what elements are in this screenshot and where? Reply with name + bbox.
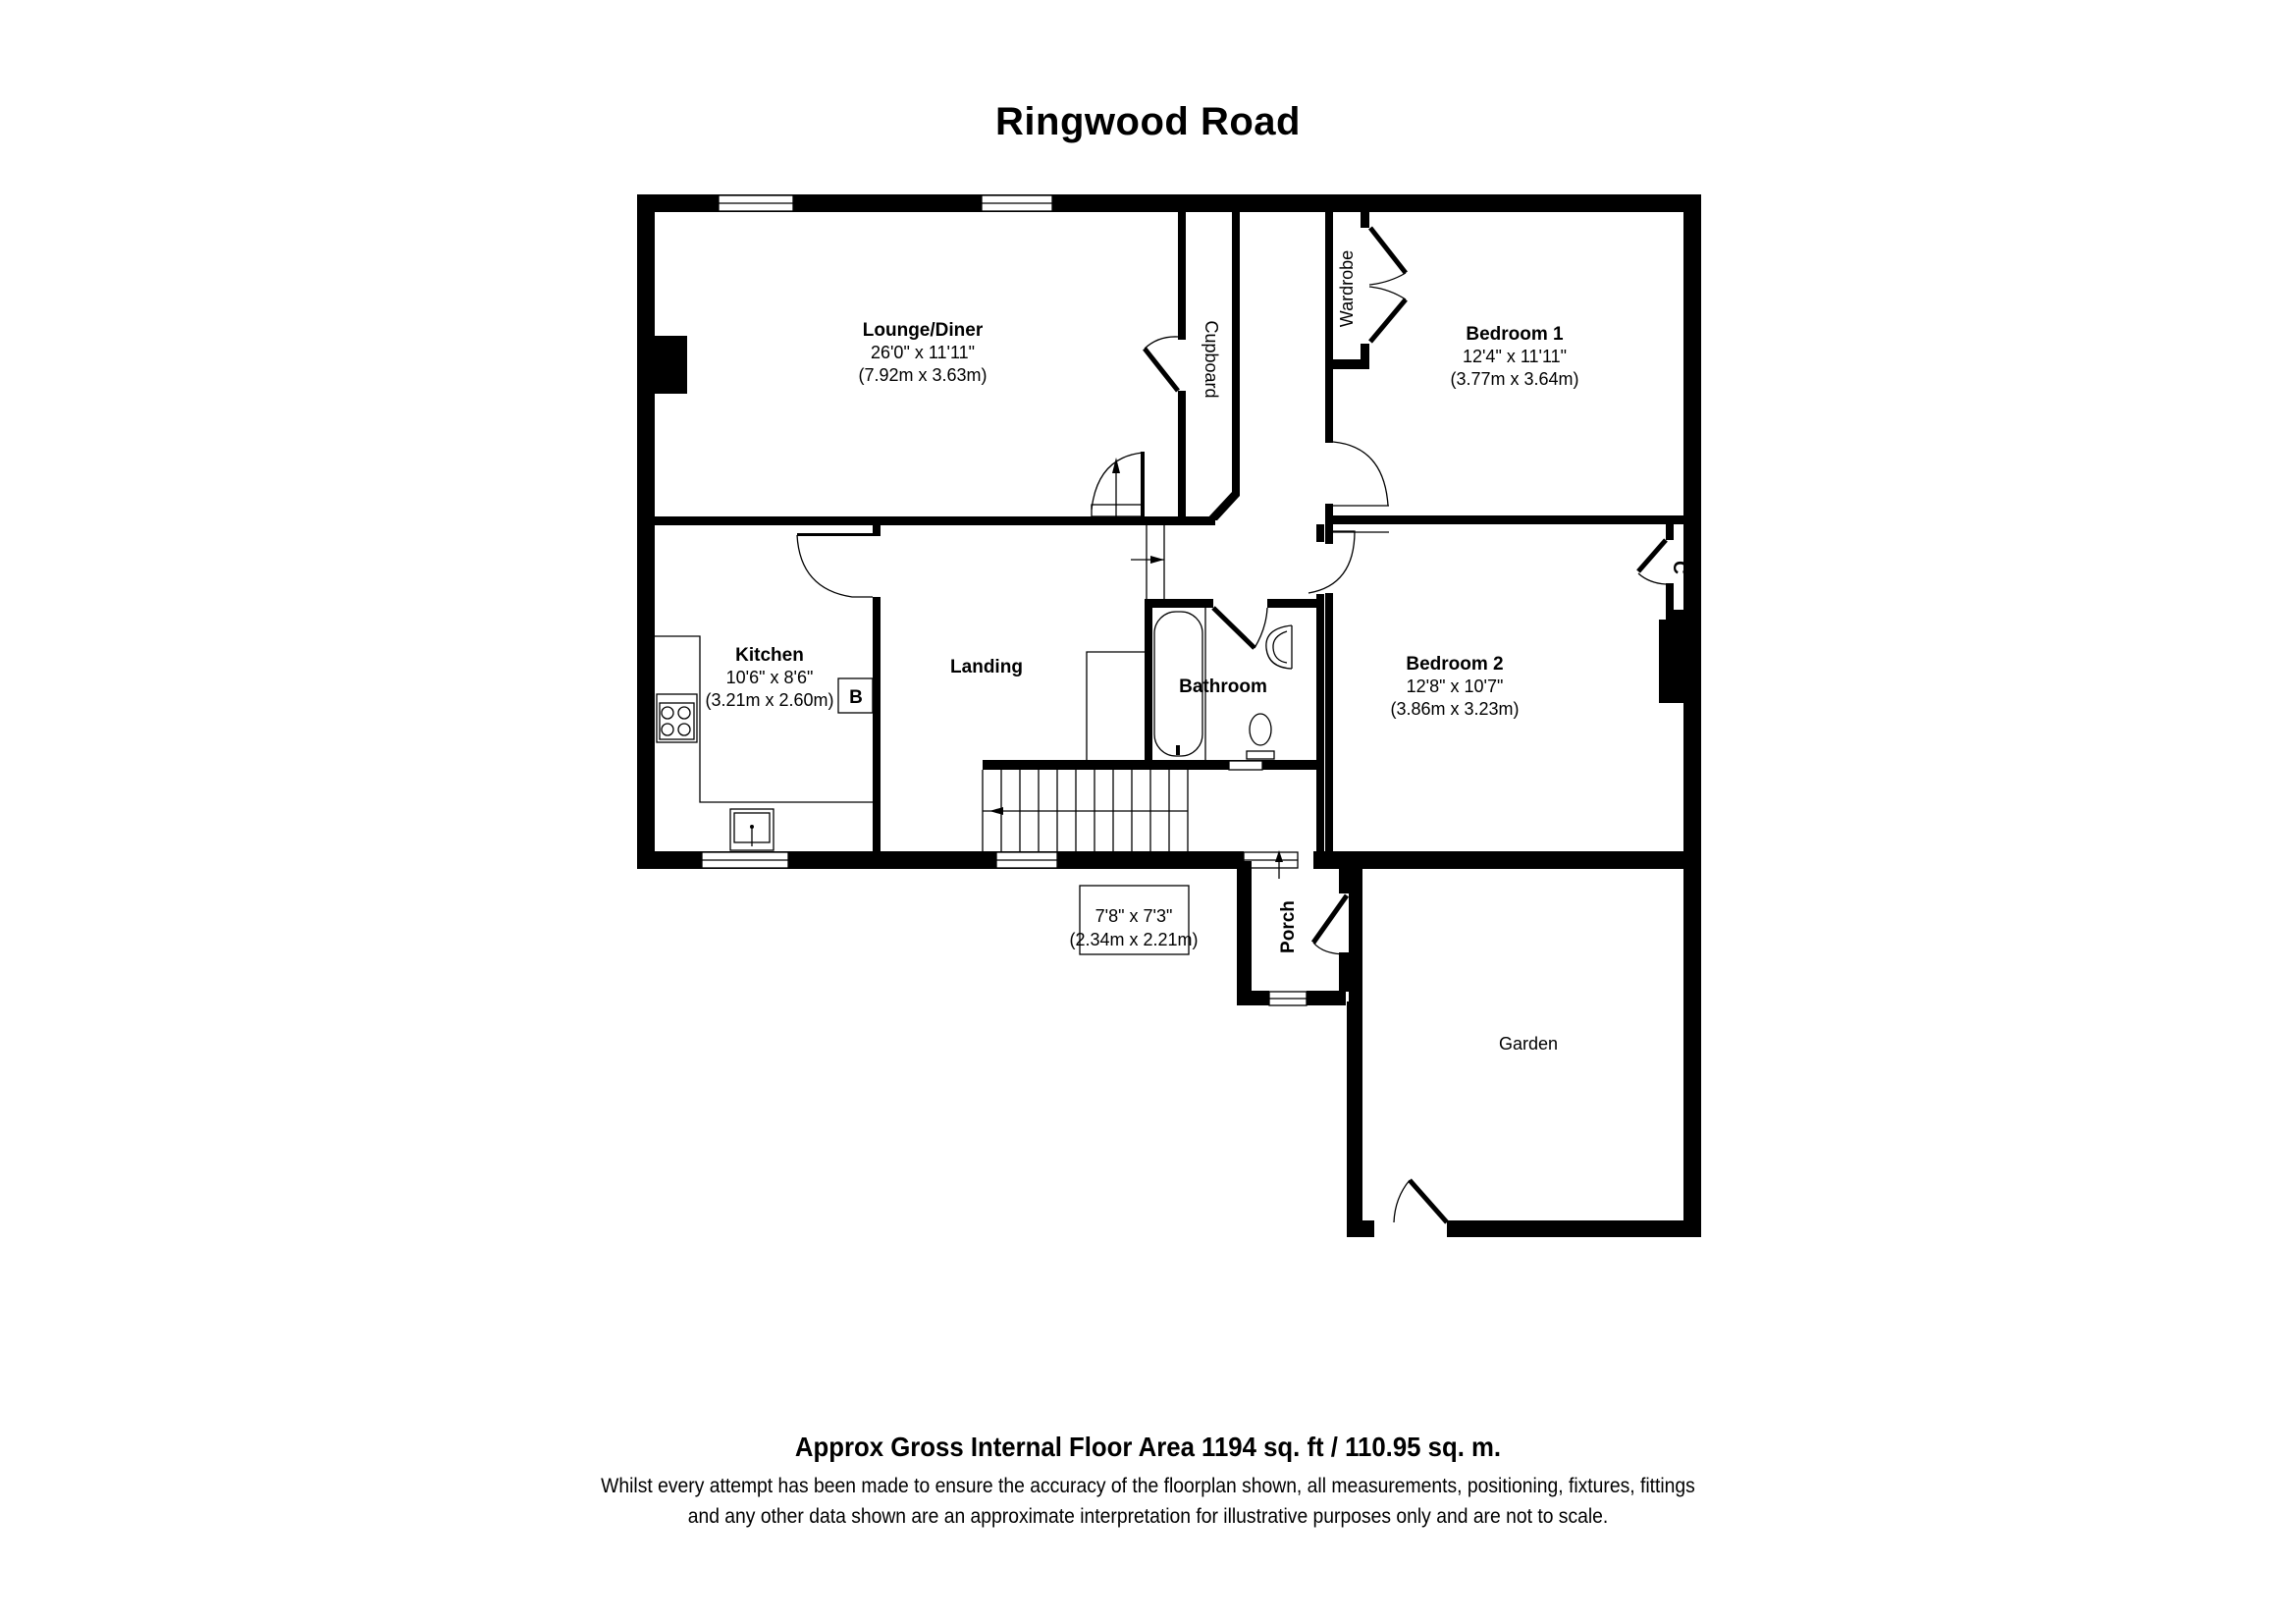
room-dim-bedroom1-metric: (3.77m x 3.64m) bbox=[1450, 369, 1578, 389]
room-dim-bedroom1-imperial: 12'4" x 11'11" bbox=[1463, 347, 1567, 366]
room-name-landing: Landing bbox=[950, 657, 1023, 677]
garden-door[interactable] bbox=[1408, 1178, 1449, 1224]
disclaimer: Whilst every attempt has been made to en… bbox=[92, 1471, 2205, 1532]
fireplace-lounge bbox=[655, 336, 687, 394]
porch-door[interactable] bbox=[1310, 893, 1350, 945]
room-name-bedroom2: Bedroom 2 bbox=[1406, 654, 1503, 675]
room-dim-kitchen-imperial: 10'6" x 8'6" bbox=[726, 668, 814, 687]
room-dim-lounge-metric: (7.92m x 3.63m) bbox=[858, 365, 987, 385]
room-dim-kitchen-metric: (3.21m x 2.60m) bbox=[705, 690, 833, 710]
kitchen-door[interactable] bbox=[796, 534, 873, 598]
windows-bottom bbox=[701, 851, 1299, 869]
disclaimer-line-2: and any other data shown are an approxim… bbox=[687, 1505, 1609, 1528]
room-dim-bedroom2-imperial: 12'8" x 10'7" bbox=[1407, 676, 1504, 696]
outbuilding-box bbox=[1079, 885, 1190, 955]
boiler-box bbox=[837, 677, 874, 714]
room-name-bathroom: Bathroom bbox=[1179, 676, 1267, 697]
hob-icon bbox=[656, 693, 698, 743]
cupboard-c-label: C bbox=[1669, 561, 1689, 574]
sink-icon bbox=[729, 808, 774, 851]
cupboard-label: Cupboard bbox=[1201, 320, 1221, 398]
wardrobe-label: Wardrobe bbox=[1337, 250, 1357, 327]
room-name-lounge: Lounge/Diner bbox=[863, 320, 984, 341]
chimney-bedroom2 bbox=[1659, 620, 1683, 703]
outbuilding-dim-imperial: 7'8" x 7'3" bbox=[1095, 906, 1173, 926]
staircase bbox=[982, 770, 1189, 852]
room-dim-bedroom2-metric: (3.86m x 3.23m) bbox=[1390, 699, 1519, 719]
bathroom-door[interactable] bbox=[1211, 606, 1256, 650]
bath-icon bbox=[1153, 608, 1206, 760]
plan-title: Ringwood Road bbox=[995, 100, 1301, 143]
floor-area-summary: Approx Gross Internal Floor Area 1194 sq… bbox=[794, 1432, 1502, 1462]
windows-top bbox=[718, 194, 1053, 212]
wardrobe-door-top[interactable] bbox=[1368, 226, 1408, 275]
basin-icon bbox=[1265, 624, 1293, 670]
room-name-bedroom1: Bedroom 1 bbox=[1466, 324, 1564, 345]
room-name-porch: Porch bbox=[1278, 900, 1299, 953]
room-name-kitchen: Kitchen bbox=[735, 645, 804, 666]
disclaimer-line-1: Whilst every attempt has been made to en… bbox=[601, 1475, 1695, 1497]
wardrobe-door-bottom[interactable] bbox=[1368, 298, 1408, 344]
boiler-label: B bbox=[849, 687, 863, 708]
outbuilding-dim-metric: (2.34m x 2.21m) bbox=[1069, 930, 1198, 949]
cupboard-door[interactable] bbox=[1143, 347, 1180, 393]
bedroom2-door[interactable] bbox=[1308, 530, 1356, 594]
bedroom1-door[interactable] bbox=[1332, 441, 1389, 507]
cupboard-c-door[interactable] bbox=[1636, 538, 1668, 573]
room-dim-lounge-imperial: 26'0" x 11'11" bbox=[871, 343, 975, 362]
room-name-garden: Garden bbox=[1499, 1034, 1558, 1054]
toilet-icon bbox=[1228, 713, 1275, 771]
